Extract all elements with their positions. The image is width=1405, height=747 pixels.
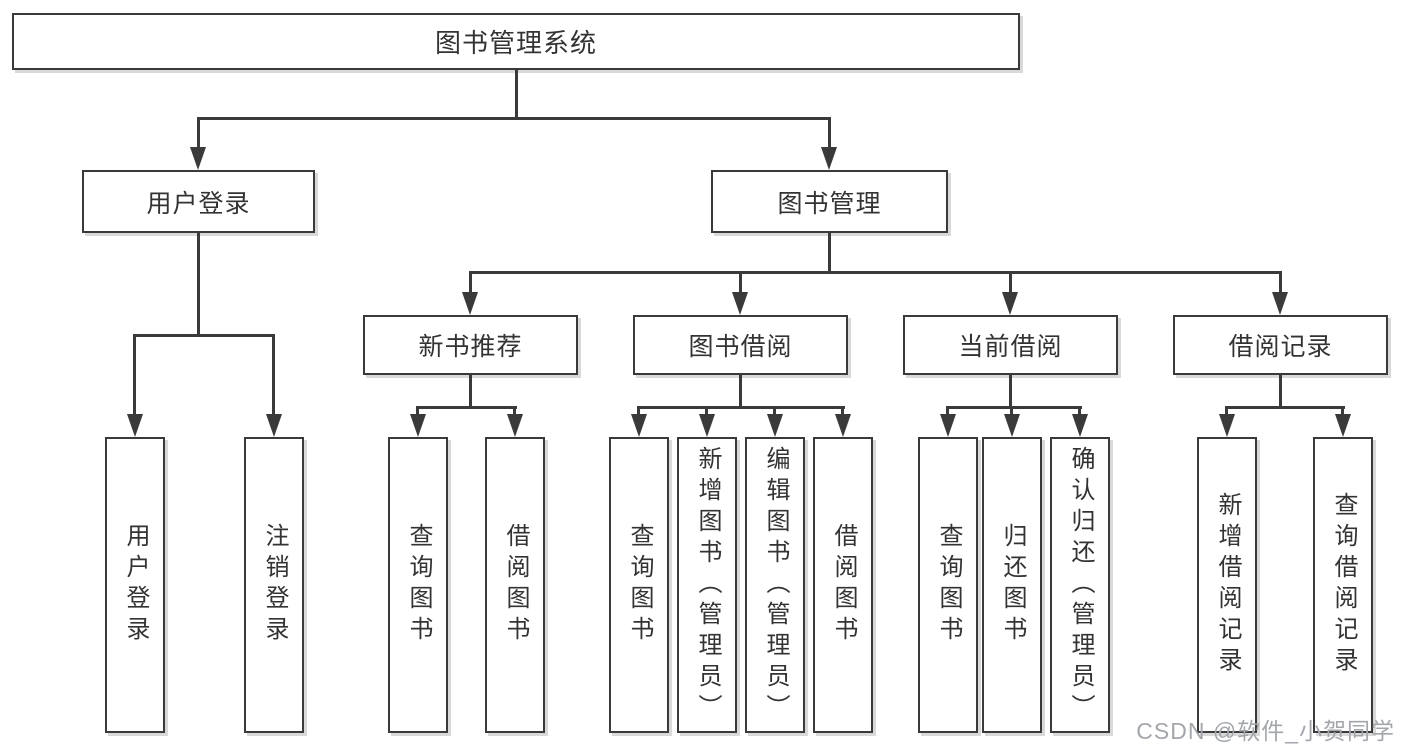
connector-line [513, 408, 516, 416]
leaf-label: 借阅图书 [502, 523, 529, 647]
arrow-down-icon [507, 414, 523, 437]
connector-line [773, 408, 776, 416]
leaf-label: 查询借阅记录 [1330, 492, 1357, 678]
arrow-down-icon [940, 414, 956, 437]
leaf-user-login: 用户登录 [105, 437, 165, 733]
connector-line [469, 375, 472, 408]
leaf-label: 新增图书（管理员） [694, 445, 721, 725]
connector-line [133, 336, 136, 415]
leaf-borrow-books: 借阅图书 [813, 437, 873, 733]
arrow-down-icon [1072, 414, 1088, 437]
connector-line [416, 408, 419, 416]
node-book-borrow: 图书借阅 [633, 315, 848, 375]
connector-line [1078, 408, 1081, 416]
node-label: 借阅记录 [1228, 333, 1333, 361]
leaf-add-books-admin: 新增图书（管理员） [677, 437, 737, 733]
arrow-down-icon [410, 414, 426, 437]
leaf-label: 查询图书 [626, 523, 653, 647]
arrow-down-icon [1002, 292, 1018, 315]
connector-line [197, 233, 200, 336]
leaf-confirm-return-admin: 确认归还（管理员） [1050, 437, 1110, 733]
connector-line [828, 233, 831, 273]
arrow-down-icon [821, 147, 837, 170]
connector-line [637, 406, 845, 409]
leaf-edit-books-admin: 编辑图书（管理员） [745, 437, 805, 733]
connector-line [1009, 273, 1012, 294]
arrow-down-icon [1004, 414, 1020, 437]
connector-line [637, 408, 640, 416]
arrow-down-icon [190, 147, 206, 170]
leaf-label: 归还图书 [999, 523, 1026, 647]
node-borrow-records: 借阅记录 [1173, 315, 1388, 375]
connector-line [197, 117, 831, 120]
leaf-query-books-current: 查询图书 [918, 437, 978, 733]
leaf-label: 注销登录 [261, 523, 288, 647]
node-label: 当前借阅 [958, 333, 1063, 361]
arrow-down-icon [1272, 292, 1288, 315]
node-label: 新书推荐 [418, 333, 523, 361]
arrow-down-icon [835, 414, 851, 437]
arrow-down-icon [767, 414, 783, 437]
node-user-login: 用户登录 [82, 170, 315, 233]
node-label: 图书借阅 [688, 333, 793, 361]
arrow-down-icon [266, 414, 282, 437]
connector-line [841, 408, 844, 416]
connector-line [1279, 273, 1282, 294]
connector-line [739, 273, 742, 294]
node-label: 图书管理 [777, 189, 882, 218]
connector-line [946, 408, 949, 416]
node-new-book-recommend: 新书推荐 [363, 315, 578, 375]
connector-line [1341, 408, 1344, 416]
connector-line [739, 375, 742, 408]
connector-line [1225, 408, 1228, 416]
leaf-label: 新增借阅记录 [1214, 492, 1241, 678]
connector-line [1225, 406, 1345, 409]
leaf-query-books-borrow: 查询图书 [609, 437, 669, 733]
leaf-label: 确认归还（管理员） [1067, 445, 1094, 725]
leaf-query-books-recommend: 查询图书 [388, 437, 448, 733]
connector-line [272, 336, 275, 415]
connector-line [197, 119, 200, 150]
leaf-logout: 注销登录 [244, 437, 304, 733]
connector-line [946, 406, 1082, 409]
arrow-down-icon [1335, 414, 1351, 437]
arrow-down-icon [462, 292, 478, 315]
connector-line [515, 70, 518, 119]
node-current-borrow: 当前借阅 [903, 315, 1118, 375]
leaf-label: 用户登录 [122, 523, 149, 647]
connector-line [469, 271, 1282, 274]
leaf-query-borrow-record: 查询借阅记录 [1313, 437, 1373, 733]
leaf-borrow-books-recommend: 借阅图书 [485, 437, 545, 733]
node-root-system: 图书管理系统 [12, 13, 1020, 70]
connector-line [828, 119, 831, 150]
node-book-management: 图书管理 [711, 170, 948, 233]
connector-line [705, 408, 708, 416]
node-label: 用户登录 [146, 189, 251, 218]
leaf-label: 借阅图书 [830, 523, 857, 647]
connector-line [133, 334, 275, 337]
arrow-down-icon [127, 414, 143, 437]
leaf-return-books: 归还图书 [982, 437, 1042, 733]
arrow-down-icon [699, 414, 715, 437]
csdn-watermark: CSDN @软件_小贺同学 [1136, 718, 1395, 744]
leaf-label: 编辑图书（管理员） [762, 445, 789, 725]
arrow-down-icon [1219, 414, 1235, 437]
leaf-label: 查询图书 [405, 523, 432, 647]
connector-line [1010, 408, 1013, 416]
node-label: 图书管理系统 [434, 28, 597, 58]
connector-line [1009, 375, 1012, 408]
arrow-down-icon [631, 414, 647, 437]
leaf-label: 查询图书 [935, 523, 962, 647]
connector-line [416, 406, 517, 409]
leaf-add-borrow-record: 新增借阅记录 [1197, 437, 1257, 733]
arrow-down-icon [732, 292, 748, 315]
connector-line [469, 273, 472, 294]
connector-line [1279, 375, 1282, 408]
